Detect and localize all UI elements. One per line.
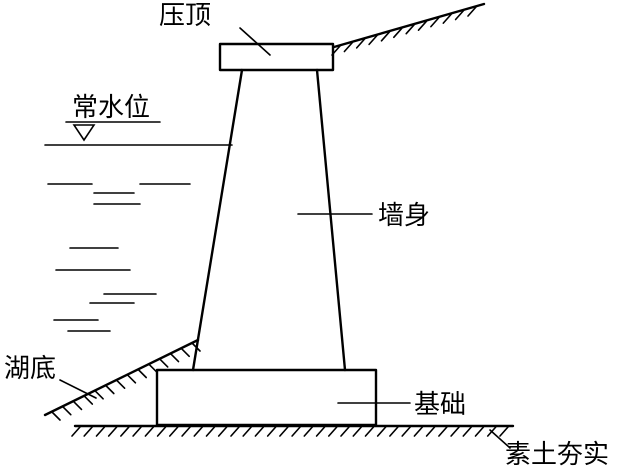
water-level-marker bbox=[44, 121, 233, 146]
water-ripples bbox=[47, 183, 191, 332]
right-bank-hatching bbox=[331, 6, 477, 56]
lake-bottom-slope bbox=[43, 338, 201, 421]
cap-block bbox=[218, 42, 335, 72]
foundation-block bbox=[155, 368, 378, 427]
ground-surface bbox=[71, 424, 515, 437]
normal-water-level-label: 常水位 bbox=[72, 93, 150, 123]
foundation-label: 基础 bbox=[414, 390, 466, 420]
cap-label: 压顶 bbox=[159, 1, 211, 31]
wall-body-label: 墙身 bbox=[378, 201, 430, 231]
leader-lines bbox=[59, 27, 511, 449]
wall-body-outline bbox=[191, 68, 347, 372]
water-level-triangle-icon bbox=[72, 124, 96, 142]
ground-hatching bbox=[71, 426, 509, 437]
right-bank-slope bbox=[331, 2, 486, 56]
compacted-soil-label: 素土夯实 bbox=[505, 440, 609, 470]
lake-bottom-hatching bbox=[51, 342, 201, 421]
lake-bottom-label: 湖底 bbox=[4, 354, 56, 384]
